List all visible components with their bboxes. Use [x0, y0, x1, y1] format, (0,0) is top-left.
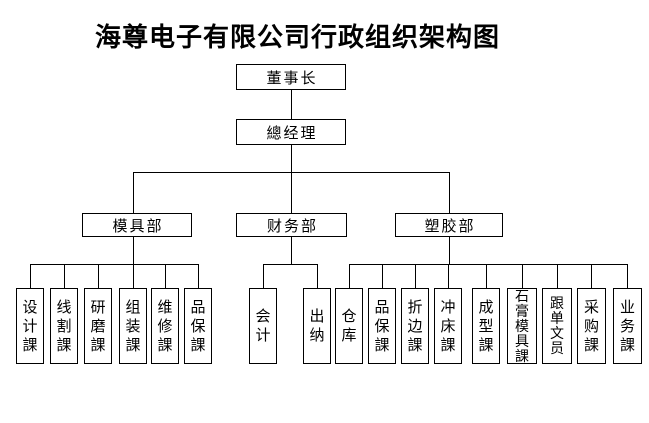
- connector-line: [291, 237, 292, 264]
- connector-line: [291, 145, 292, 172]
- node-sub-qa-mold: 品保課: [184, 288, 212, 364]
- node-sub-purchasing: 采购課: [577, 288, 606, 364]
- node-sub-warehouse-label: 仓库: [341, 308, 357, 344]
- node-sub-grinding: 研磨課: [84, 288, 112, 364]
- connector-line: [415, 264, 416, 288]
- node-sub-plaster-mold: 石膏模具課: [507, 288, 537, 364]
- node-sub-order-clerk-label: 跟单文员: [550, 295, 564, 356]
- connector-line: [349, 264, 628, 265]
- node-sub-qa-plastic: 品保課: [368, 288, 396, 364]
- node-sub-punching: 冲床課: [434, 288, 462, 364]
- connector-line: [133, 264, 134, 288]
- node-chairman: 董事长: [236, 64, 346, 90]
- connector-line: [30, 264, 31, 288]
- node-sub-design: 设计課: [16, 288, 44, 364]
- node-sub-assembly: 组装課: [119, 288, 147, 364]
- connector-line: [263, 264, 318, 265]
- node-sub-design-label: 设计課: [22, 298, 38, 354]
- node-dept-mold: 模具部: [82, 213, 192, 237]
- connector-line: [291, 90, 292, 119]
- node-sub-accounting: 会计: [249, 288, 277, 364]
- node-sub-molding: 成型課: [472, 288, 500, 364]
- node-sub-cashier: 出纳: [303, 288, 331, 364]
- node-sub-accounting-label: 会计: [255, 308, 271, 344]
- node-sub-grinding-label: 研磨課: [90, 298, 106, 354]
- connector-line: [133, 237, 134, 264]
- node-sub-molding-label: 成型課: [478, 298, 494, 354]
- chart-title: 海尊电子有限公司行政组织架构图: [95, 23, 501, 52]
- connector-line: [165, 264, 166, 288]
- node-sub-business: 业务課: [613, 288, 642, 364]
- connector-line: [133, 172, 134, 213]
- node-sub-hemming: 折边課: [401, 288, 429, 364]
- connector-line: [317, 264, 318, 288]
- connector-line: [291, 172, 292, 213]
- connector-line: [349, 264, 350, 288]
- connector-line: [98, 264, 99, 288]
- node-dept-plastic: 塑胶部: [395, 213, 503, 237]
- connector-line: [30, 264, 199, 265]
- connector-line: [64, 264, 65, 288]
- node-sub-wirecut-label: 线割課: [56, 298, 72, 354]
- node-sub-maintenance-label: 维修課: [157, 298, 173, 354]
- node-sub-assembly-label: 组装課: [125, 298, 141, 354]
- connector-line: [449, 172, 450, 213]
- node-general-manager: 總经理: [236, 119, 346, 145]
- connector-line: [522, 264, 523, 288]
- connector-line: [263, 264, 264, 288]
- node-sub-hemming-label: 折边課: [407, 298, 423, 354]
- node-sub-purchasing-label: 采购課: [583, 298, 599, 354]
- node-sub-business-label: 业务課: [619, 298, 635, 354]
- connector-line: [557, 264, 558, 288]
- node-sub-plaster-mold-label: 石膏模具課: [515, 287, 529, 364]
- connector-line: [449, 237, 450, 264]
- connector-line: [627, 264, 628, 288]
- connector-line: [591, 264, 592, 288]
- node-sub-qa-mold-label: 品保課: [190, 298, 206, 354]
- connector-line: [198, 264, 199, 288]
- node-sub-wirecut: 线割課: [50, 288, 78, 364]
- node-sub-cashier-label: 出纳: [309, 308, 325, 344]
- connector-line: [486, 264, 487, 288]
- node-sub-order-clerk: 跟单文员: [542, 288, 572, 364]
- node-sub-qa-plastic-label: 品保課: [374, 298, 390, 354]
- connector-line: [448, 264, 449, 288]
- node-sub-warehouse: 仓库: [335, 288, 363, 364]
- connector-line: [382, 264, 383, 288]
- node-sub-punching-label: 冲床課: [440, 298, 456, 354]
- node-sub-maintenance: 维修課: [151, 288, 179, 364]
- node-dept-finance: 财务部: [236, 213, 347, 237]
